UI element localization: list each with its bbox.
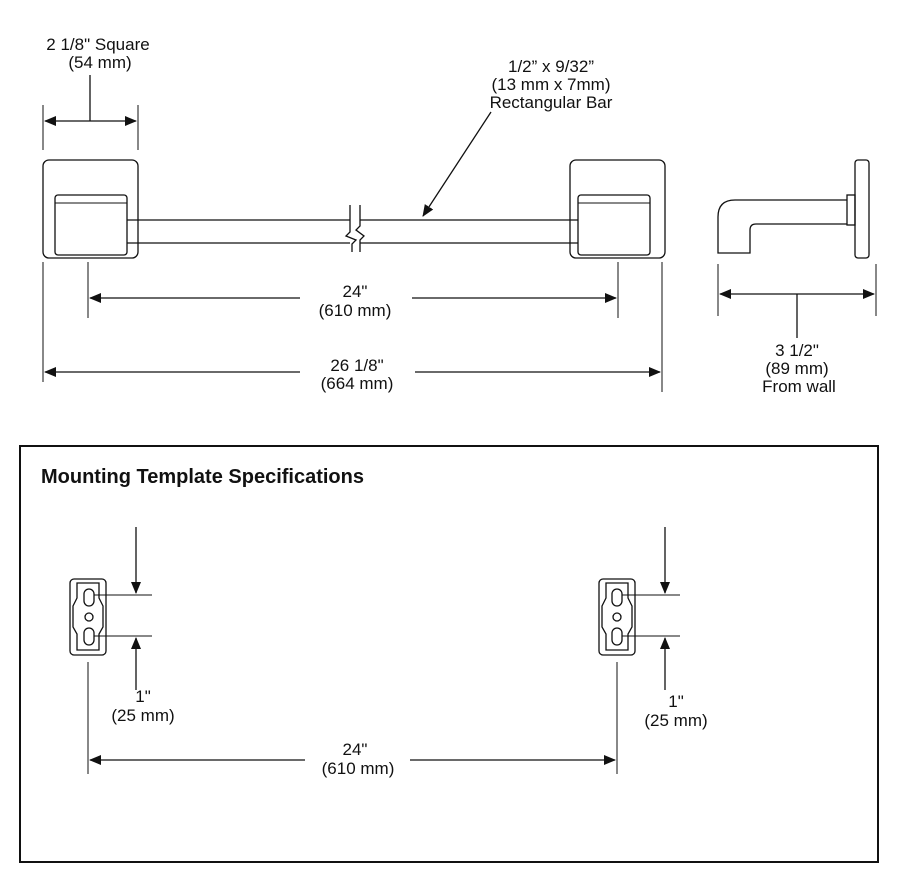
right-hole-imperial: 1" [668,692,684,711]
left-mounting-plate [69,578,107,656]
break-symbol-right [355,205,365,252]
overall-imperial: 26 1/8" [330,356,383,375]
bar-type-label: Rectangular Bar [490,93,613,112]
right-hole-metric: (25 mm) [644,711,707,730]
left-upper-slot [83,588,95,607]
template-centers-metric: (610 mm) [322,759,395,778]
right-lower-slot [611,627,623,646]
bar-size-label: 1/2” x 9/32” [508,57,594,76]
side-view [717,159,877,338]
template-centers-imperial: 24" [343,740,368,759]
break-symbol-left [344,205,358,252]
right-mounting-plate [598,578,636,656]
bar-callout-leader [422,111,492,217]
left-hole-imperial: 1" [135,687,151,706]
left-lower-slot [83,627,95,646]
right-post [577,194,651,256]
template-title: Mounting Template Specifications [41,466,364,488]
right-flange [569,159,666,259]
left-post [54,194,128,256]
flange-size-label: 2 1/8" Square [46,35,149,54]
bar-size-metric: (13 mm x 7mm) [492,75,611,94]
right-center-hole [612,612,622,622]
flange-size-metric: (54 mm) [68,53,131,72]
bar-left-section [127,219,350,244]
centers-metric: (610 mm) [319,301,392,320]
left-center-hole [84,612,94,622]
side-flange [854,159,870,259]
left-flange [42,159,139,259]
right-upper-slot [611,588,623,607]
projection-note: From wall [762,377,836,396]
left-hole-metric: (25 mm) [111,706,174,725]
projection-imperial: 3 1/2" [775,341,819,360]
front-view [42,75,666,392]
centers-imperial: 24" [343,282,368,301]
bar-right-section [360,219,578,244]
projection-metric: (89 mm) [765,359,828,378]
overall-metric: (664 mm) [321,374,394,393]
template-frame [19,445,879,863]
side-arm [717,199,847,254]
